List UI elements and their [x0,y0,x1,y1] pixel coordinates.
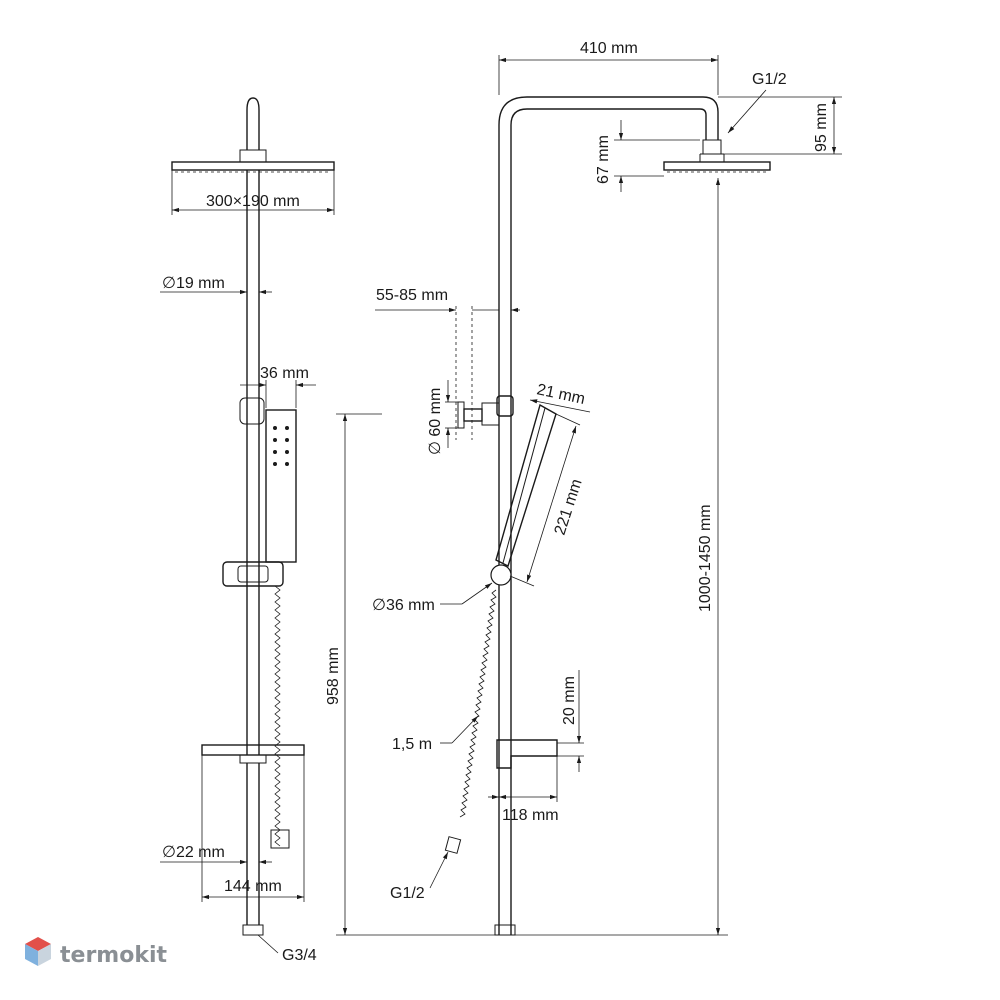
side-head-thread-label: G1/2 [752,71,787,88]
front-handshower-width-label: 36 mm [260,365,309,382]
side-inlet [494,924,516,936]
side-wall-plate [457,401,465,429]
side-bracket-clamp [481,402,500,426]
side-hose-connector [444,836,462,854]
front-view: 300×190 mm ∅19 mm 36 mm ∅22 mm 144 mm G3… [160,97,382,964]
side-view: 55-85 mm ∅ 60 mm ∅36 mm 21 mm 221 mm [336,40,842,936]
front-overall-height-label: 958 mm [325,647,342,705]
side-spout-length-label: 118 mm [502,807,559,824]
side-head-height-label: 67 mm [595,135,612,184]
front-gooseneck [246,97,260,150]
front-slide-holder [222,561,284,587]
side-wall-distance-label: 55-85 mm [376,287,448,304]
side-bracket-arm [463,408,483,422]
front-inlet [242,924,264,936]
side-hose-thread-label: G1/2 [390,885,425,902]
side-slider [496,395,514,417]
side-hose-length-label: 1,5 m [392,736,432,753]
side-arm-length-label: 410 mm [580,40,638,57]
front-rain-head [171,161,335,171]
front-shelf-width-label: 144 mm [224,878,282,895]
front-head-connector [239,149,267,163]
front-hose-connector [270,829,290,849]
side-hose [459,589,497,818]
side-hand-shower [495,403,557,567]
side-diverter-diameter-label: ∅36 mm [372,597,435,614]
side-bracket-diameter-label: ∅ 60 mm [427,388,444,455]
front-bottom-diameter-label: ∅22 mm [162,844,225,861]
side-adjust-height-label: 1000-1450 mm [697,504,714,612]
brand-name: termokit [60,943,167,968]
side-handshower-diameter-label: 21 mm [535,381,586,408]
side-head-connector [702,139,722,155]
front-hose [274,585,281,847]
side-head-drop-label: 95 mm [813,103,830,152]
brand-logo: termokit [25,937,167,968]
front-shelf [201,744,305,756]
front-slide-bracket-top [239,397,265,425]
side-rain-head [663,161,771,171]
side-spout-height-label: 20 mm [561,676,578,725]
side-diverter [490,564,512,586]
side-column-outer [498,96,719,935]
front-hand-shower-nozzles [273,426,289,466]
brand-cube-icon [25,937,51,966]
front-head-size-label: 300×190 mm [206,193,300,210]
front-connection-label: G3/4 [282,947,317,964]
side-spout [496,739,558,769]
front-pipe-diameter-label: ∅19 mm [162,275,225,292]
front-hand-shower [265,409,297,563]
side-column-inner [510,108,707,935]
